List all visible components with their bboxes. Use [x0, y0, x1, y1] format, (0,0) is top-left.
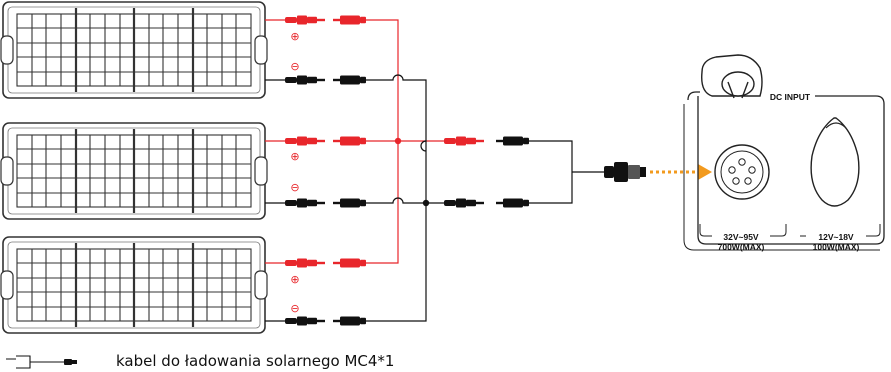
solar-panel-1	[0, 0, 269, 100]
left-input-power: 700W(MAX)	[718, 242, 765, 252]
negative-junction-dot	[422, 199, 430, 207]
right-input-power: 100W(MAX)	[813, 242, 860, 252]
positive-bus-wires	[366, 19, 444, 264]
negative-symbol: ⊖	[290, 181, 299, 194]
negative-symbol: ⊖	[290, 302, 299, 315]
solar-panel-2	[0, 121, 269, 221]
dc-input-label: DC INPUT	[770, 92, 811, 102]
right-input-voltage: 12V~18V	[818, 232, 854, 242]
mc4-cable-icon	[6, 355, 77, 369]
power-station	[683, 54, 885, 251]
branch-connectors	[444, 136, 529, 208]
positive-symbol: ⊕	[290, 273, 299, 286]
left-input-voltage: 32V~95V	[723, 232, 759, 242]
positive-symbol: ⊕	[290, 150, 299, 163]
panel-leads	[265, 19, 285, 322]
negative-symbol: ⊖	[290, 60, 299, 73]
negative-bus-wires	[366, 74, 444, 322]
positive-symbol: ⊕	[290, 30, 299, 43]
dc-plug	[604, 162, 646, 182]
solar-panel-3	[0, 235, 269, 335]
branch-leads	[529, 140, 604, 204]
positive-junction-dot	[394, 137, 402, 145]
legend-caption: kabel do ładowania solarnego MC4*1	[116, 352, 395, 370]
dc-input-arrow	[650, 164, 712, 180]
